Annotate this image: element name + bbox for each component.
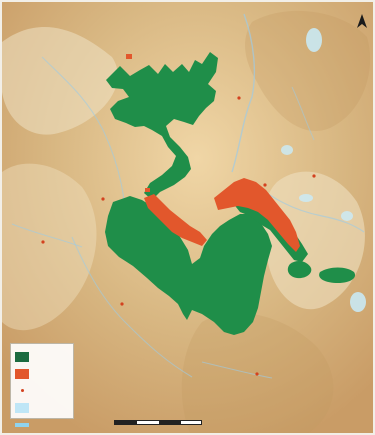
relief-patch (245, 10, 371, 131)
lake (281, 145, 293, 155)
town-marker (312, 174, 316, 178)
town-dot-icon (15, 388, 29, 394)
lake (350, 292, 366, 312)
river (201, 361, 273, 379)
town-marker (263, 183, 267, 187)
legend-item (15, 416, 69, 433)
legend-item (15, 365, 69, 382)
lake (306, 28, 322, 52)
town-marker (237, 96, 241, 100)
legend-item (15, 382, 69, 399)
red-swatch-icon (15, 368, 29, 379)
lake-swatch-icon (15, 402, 29, 413)
town-marker (101, 197, 105, 201)
legend-item (15, 348, 69, 365)
green-area-south (105, 196, 272, 335)
green-area-east-blob (287, 261, 312, 279)
north-arrow-icon (355, 12, 369, 30)
river (231, 13, 256, 173)
red-area-small (145, 188, 150, 192)
town-marker (120, 302, 124, 306)
red-area-west (144, 194, 207, 246)
dark-green-swatch-icon (15, 351, 29, 362)
red-area-small (126, 54, 132, 59)
scale-bar-icon (114, 420, 202, 425)
town-marker (255, 372, 259, 376)
green-area-far-east (319, 267, 356, 283)
legend-item (15, 399, 69, 416)
green-area-north (106, 52, 218, 200)
red-area-east (214, 178, 300, 252)
river (291, 86, 315, 141)
town-marker (41, 240, 45, 244)
map-legend (10, 343, 74, 430)
river (71, 236, 193, 378)
lake (299, 194, 313, 202)
river-swatch-icon (15, 419, 29, 430)
relief-patch (2, 163, 97, 331)
lake (341, 211, 353, 221)
